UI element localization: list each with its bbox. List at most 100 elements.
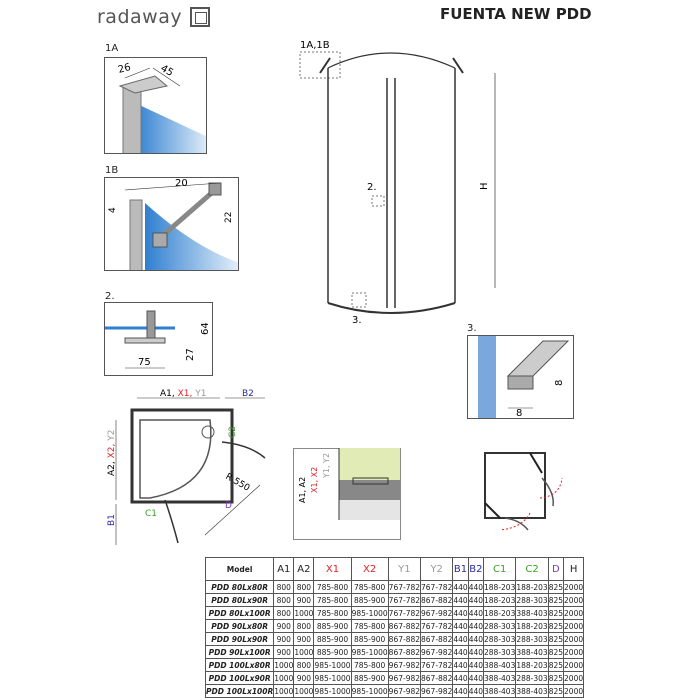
value-cell: 188-203 bbox=[483, 580, 517, 594]
column-header: X2 bbox=[350, 557, 389, 581]
column-header: X1 bbox=[313, 557, 352, 581]
dim-20: 20 bbox=[175, 178, 188, 189]
plan-top-label: A1, X1, Y1 bbox=[160, 389, 206, 399]
value-cell: 188-203 bbox=[515, 619, 549, 633]
value-cell: 900 bbox=[293, 671, 315, 685]
value-cell: 867-882 bbox=[420, 593, 454, 607]
model-cell: PDD 80Lx90R bbox=[204, 593, 275, 607]
value-cell: 2000 bbox=[563, 580, 585, 594]
model-cell: PDD 80Lx100R bbox=[204, 606, 275, 620]
value-cell: 767-782 bbox=[420, 580, 454, 594]
value-cell: 825 bbox=[547, 606, 565, 620]
plan-radius-label: R 550 bbox=[224, 472, 252, 494]
value-cell: 985-1000 bbox=[313, 658, 352, 672]
value-cell: 767-782 bbox=[387, 580, 422, 594]
brand-logo: radaway bbox=[97, 6, 183, 28]
value-cell: 440 bbox=[452, 684, 469, 698]
section-x-label: X1, X2 bbox=[310, 467, 319, 493]
column-header: B1 bbox=[452, 557, 469, 581]
column-header: Model bbox=[204, 557, 275, 581]
detail-1b-label: 1B bbox=[105, 165, 119, 176]
dim-8-height: 8 bbox=[554, 380, 565, 386]
value-cell: 967-982 bbox=[387, 671, 422, 685]
column-header: H bbox=[563, 557, 585, 581]
value-cell: 900 bbox=[293, 593, 315, 607]
logo-square-icon bbox=[190, 7, 210, 27]
value-cell: 767-782 bbox=[387, 593, 422, 607]
value-cell: 1000 bbox=[273, 658, 295, 672]
value-cell: 785-800 bbox=[350, 658, 389, 672]
detail-3-drawing: 8 8 bbox=[467, 335, 574, 419]
dim-64: 64 bbox=[200, 322, 211, 335]
dim-22: 22 bbox=[224, 212, 234, 223]
value-cell: 985-1000 bbox=[350, 645, 389, 659]
value-cell: 440 bbox=[452, 619, 469, 633]
dim-h: H bbox=[479, 182, 490, 190]
value-cell: 900 bbox=[273, 645, 295, 659]
value-cell: 900 bbox=[273, 619, 295, 633]
column-header: Y2 bbox=[420, 557, 454, 581]
value-cell: 2000 bbox=[563, 684, 585, 698]
value-cell: 967-982 bbox=[420, 645, 454, 659]
value-cell: 885-900 bbox=[313, 645, 352, 659]
value-cell: 825 bbox=[547, 658, 565, 672]
value-cell: 825 bbox=[547, 671, 565, 685]
section-a-label: A1, A2 bbox=[298, 477, 307, 503]
value-cell: 440 bbox=[467, 593, 485, 607]
door-opening-diagram bbox=[484, 452, 563, 531]
value-cell: 2000 bbox=[563, 632, 585, 646]
model-cell: PDD 100Lx100R bbox=[204, 684, 275, 698]
value-cell: 785-800 bbox=[313, 606, 352, 620]
value-cell: 388-403 bbox=[483, 658, 517, 672]
value-cell: 388-403 bbox=[483, 684, 517, 698]
value-cell: 288-303 bbox=[483, 619, 517, 633]
value-cell: 885-900 bbox=[350, 593, 389, 607]
detail-1a-label: 1A bbox=[105, 43, 119, 54]
value-cell: 825 bbox=[547, 619, 565, 633]
plan-c1-label: C1 bbox=[145, 509, 157, 519]
value-cell: 1000 bbox=[293, 684, 315, 698]
value-cell: 885-900 bbox=[313, 619, 352, 633]
value-cell: 440 bbox=[452, 593, 469, 607]
value-cell: 825 bbox=[547, 580, 565, 594]
model-cell: PDD 80Lx80R bbox=[204, 580, 275, 594]
value-cell: 785-800 bbox=[313, 593, 352, 607]
plan-c2-label: C2 bbox=[228, 426, 238, 438]
detail-1a-drawing: 26 45 bbox=[104, 57, 207, 154]
value-cell: 800 bbox=[273, 606, 295, 620]
value-cell: 767-782 bbox=[420, 658, 454, 672]
value-cell: 985-1000 bbox=[350, 606, 389, 620]
detail-2-label: 2. bbox=[105, 291, 115, 302]
model-cell: PDD 100Lx80R bbox=[204, 658, 275, 672]
value-cell: 188-203 bbox=[483, 606, 517, 620]
value-cell: 885-900 bbox=[313, 632, 352, 646]
value-cell: 785-800 bbox=[313, 580, 352, 594]
value-cell: 785-800 bbox=[350, 619, 389, 633]
dim-26: 26 bbox=[117, 62, 132, 76]
value-cell: 767-782 bbox=[420, 619, 454, 633]
value-cell: 800 bbox=[293, 619, 315, 633]
value-cell: 867-882 bbox=[420, 671, 454, 685]
value-cell: 825 bbox=[547, 593, 565, 607]
dim-27: 27 bbox=[185, 348, 196, 361]
value-cell: 2000 bbox=[563, 658, 585, 672]
detail-2-drawing: 75 64 27 bbox=[104, 302, 213, 376]
shower-front-view: 1A,1B 2. 3. H bbox=[299, 40, 496, 326]
dim-4: 4 bbox=[108, 207, 118, 213]
value-cell: 440 bbox=[452, 632, 469, 646]
value-cell: 867-882 bbox=[387, 645, 422, 659]
column-header: B2 bbox=[467, 557, 485, 581]
value-cell: 825 bbox=[547, 632, 565, 646]
value-cell: 985-1000 bbox=[313, 684, 352, 698]
value-cell: 440 bbox=[467, 619, 485, 633]
value-cell: 785-800 bbox=[350, 580, 389, 594]
column-header: C1 bbox=[483, 557, 517, 581]
value-cell: 2000 bbox=[563, 645, 585, 659]
value-cell: 388-403 bbox=[515, 684, 549, 698]
value-cell: 188-203 bbox=[515, 580, 549, 594]
value-cell: 825 bbox=[547, 684, 565, 698]
